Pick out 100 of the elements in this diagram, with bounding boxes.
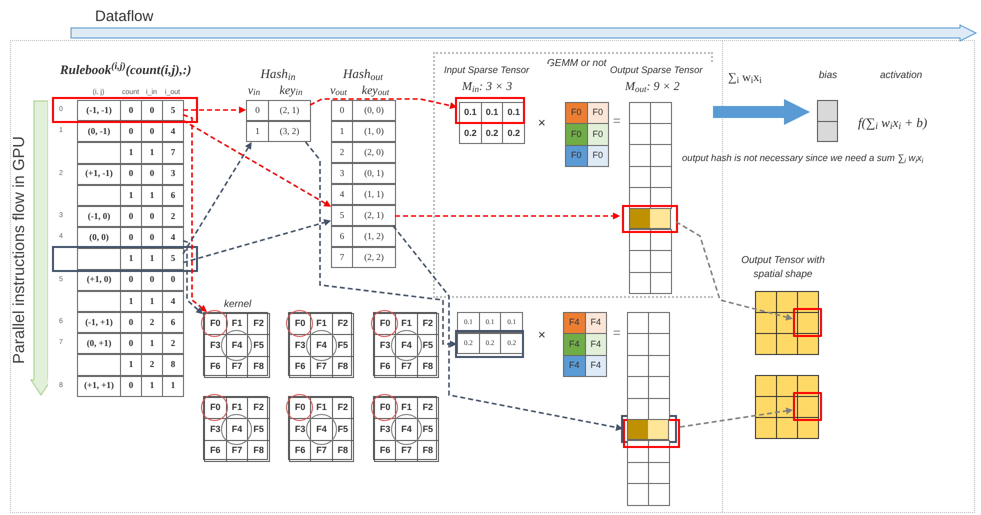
- table-title: Hash$_{out}$: [342, 65, 384, 84]
- weight-matrix: [565, 102, 608, 166]
- kernel-cell: F2: [416, 313, 439, 336]
- kernel-cell: F6: [204, 356, 227, 378]
- arrow: [310, 98, 458, 110]
- table-cell: 1: [141, 333, 163, 354]
- table-cell: 0: [120, 270, 142, 291]
- kernel-cell: F2: [247, 397, 270, 420]
- table-cell: (-1, +1): [77, 312, 121, 334]
- table-cell: (-1, -1): [77, 100, 121, 122]
- arrow: [182, 114, 207, 312]
- highlighted-row: [623, 419, 680, 448]
- kernel-cell: F0: [374, 313, 396, 336]
- kernel-grid: [203, 396, 268, 460]
- table-cell: 0: [141, 270, 163, 291]
- table-cell: (0, +1): [77, 333, 121, 354]
- grid-label: kernel: [224, 298, 252, 312]
- matrix-row: [457, 312, 522, 333]
- table-row: [77, 184, 183, 206]
- grid-title: Output Tensor with spatial shape: [740, 254, 826, 282]
- kernel-cell: F8: [247, 356, 270, 378]
- kernel-cell: F6: [289, 440, 312, 462]
- highlighted-cell: [793, 392, 822, 421]
- table-cell: 0: [141, 206, 163, 228]
- matrix-cell: F0: [565, 144, 588, 167]
- matrix-row: [459, 102, 524, 123]
- annotation-text: =: [613, 112, 621, 130]
- table-cell: 1: [141, 376, 163, 397]
- table-cell: 2: [331, 142, 353, 163]
- annotation-text: ×: [538, 114, 546, 132]
- table-cell: 7: [331, 247, 353, 268]
- column-header: v$_{in}$: [246, 82, 262, 98]
- matrix-cell: F0: [565, 123, 588, 146]
- table-cell: 5: [331, 205, 353, 226]
- matrix-cell: 0.2: [459, 123, 482, 144]
- table-cell: 0: [331, 100, 353, 121]
- kernel-cell: F6: [204, 440, 227, 462]
- matrix-cell: F4: [563, 354, 586, 377]
- highlighted-cell: [793, 308, 822, 337]
- table-row: [331, 184, 395, 205]
- table-cell: 0: [120, 227, 142, 248]
- table-cell: 1: [141, 290, 163, 312]
- table-cell: 0: [141, 227, 163, 248]
- table-cell: 1: [120, 248, 142, 270]
- table-cell: (2, 1): [268, 100, 311, 121]
- kernel-cell: F2: [247, 313, 270, 336]
- table-cell: (1, 2): [352, 226, 396, 247]
- kernel-cell: F2: [332, 313, 354, 336]
- table-row: [331, 247, 395, 268]
- table-cell: (0, 0): [77, 227, 121, 248]
- region-label: GEMM or not: [547, 57, 606, 71]
- table-cell: 0: [141, 164, 163, 185]
- matrix-cell: F4: [563, 333, 586, 356]
- arrow: [676, 221, 793, 320]
- matrix-size: M$_{in}$: 3 × 3: [462, 78, 512, 95]
- table-cell: 4: [162, 121, 184, 142]
- matrix-cell: 0.1: [459, 102, 482, 123]
- table-cell: 1: [120, 142, 142, 164]
- annotation-text: activation: [880, 69, 922, 83]
- kernel-cell: F6: [289, 356, 312, 378]
- table-cell: 0: [120, 100, 142, 122]
- matrix-cell: 0.2: [502, 123, 526, 144]
- kernel-cell: F0: [289, 397, 312, 420]
- table-cell: (2, 2): [352, 247, 396, 268]
- table-cell: 1: [120, 354, 142, 376]
- matrix-row: [457, 333, 522, 354]
- table-cell: (3, 2): [268, 121, 311, 142]
- kernel-grid: [373, 396, 437, 460]
- table-row: [77, 290, 183, 312]
- kernel-cell: F2: [332, 397, 354, 420]
- tensor-title: Input Sparse Tensor: [444, 64, 530, 78]
- annotation-text: ×: [538, 326, 546, 344]
- table-cell: 5: [162, 100, 184, 122]
- table-cell: 7: [162, 142, 184, 164]
- table-cell: 6: [162, 312, 184, 334]
- arrow: [713, 99, 810, 125]
- arrow: [680, 407, 794, 428]
- table-row: [77, 354, 183, 376]
- section-title: Dataflow: [95, 7, 154, 27]
- arrow: [304, 142, 457, 348]
- table-cell: 1: [162, 376, 184, 397]
- matrix-row: [459, 123, 524, 144]
- table-cell: 8: [162, 354, 184, 376]
- table-cell: 6: [331, 226, 353, 247]
- table-title: Rulebook$^{(i,j)}$(count(i,j),:): [60, 60, 192, 79]
- table-cell: 2: [141, 312, 163, 334]
- table-cell: (+1, -1): [77, 164, 121, 185]
- table-cell: 1: [246, 121, 269, 142]
- highlighted-row: [622, 205, 678, 233]
- table-row: [331, 163, 395, 184]
- table-row: [331, 100, 395, 121]
- arrow: [182, 142, 252, 254]
- matrix-cell: F0: [586, 123, 609, 146]
- kernel-grid: [288, 312, 352, 376]
- matrix-cell: F0: [586, 144, 609, 167]
- table-cell: 3: [331, 163, 353, 184]
- matrix-cell: F0: [586, 102, 609, 124]
- table-cell: 4: [162, 290, 184, 312]
- kernel-cell: F6: [374, 356, 396, 378]
- annotation-text: output hash is not necessary since we need a sum ∑$_{i}$ w$_{i}$x$_{i}$: [682, 152, 924, 166]
